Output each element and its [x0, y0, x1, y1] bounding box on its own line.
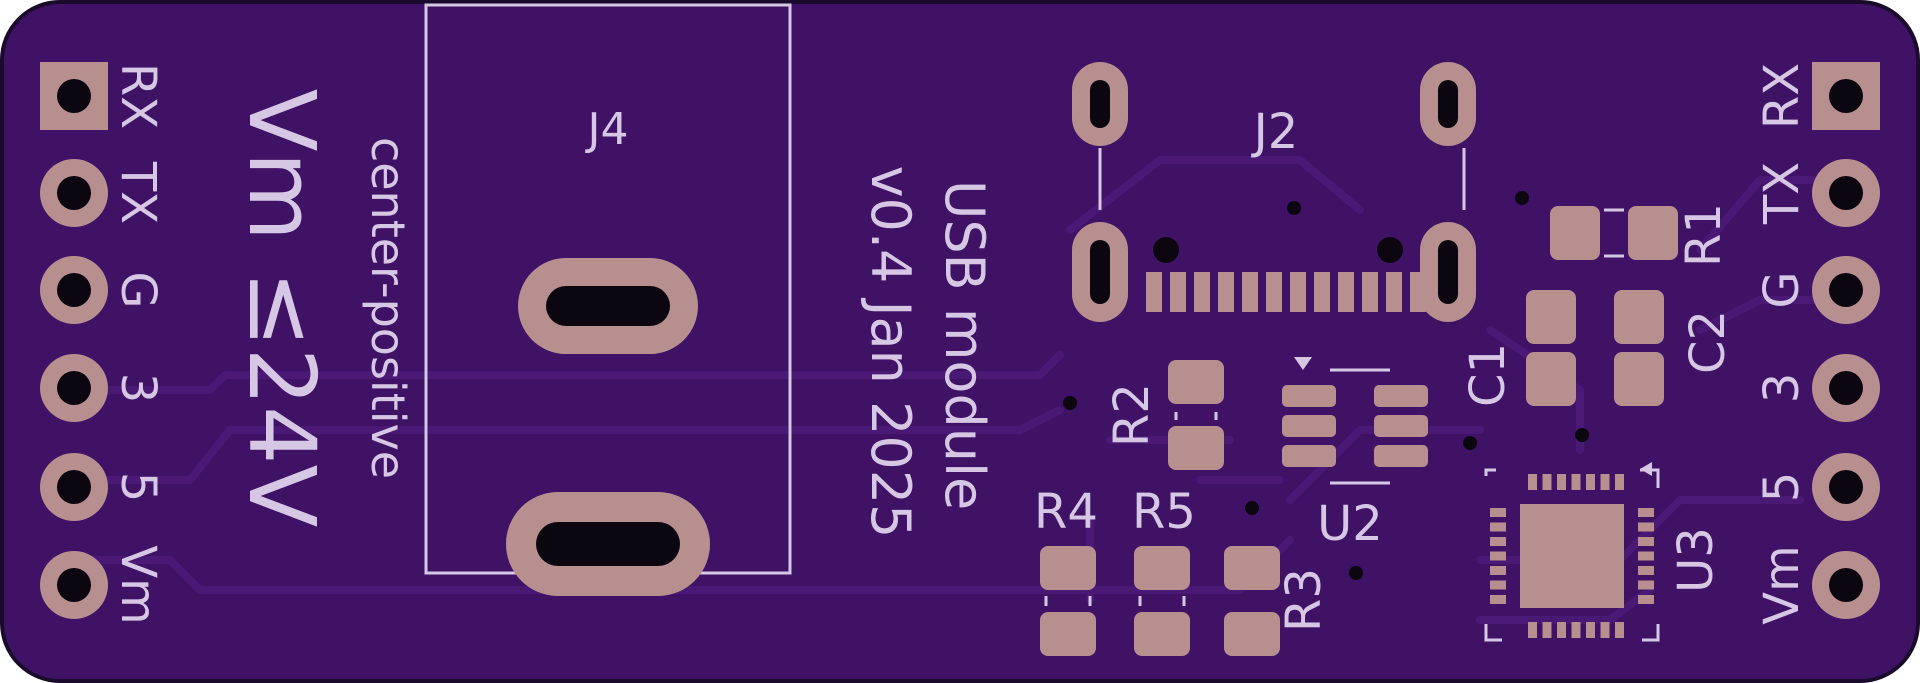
left-label-3: 3	[110, 373, 166, 404]
u3-pin	[1638, 551, 1654, 561]
r3-component: R3	[1224, 546, 1332, 656]
left-pin4-drill	[57, 371, 91, 405]
u3-pin	[1490, 566, 1506, 575]
u3-component: U3	[1484, 462, 1724, 642]
left-label-5: 5	[110, 472, 166, 503]
u3-pin	[1638, 537, 1654, 546]
r4-designator: R4	[1034, 484, 1098, 540]
right-label-5: 5	[1754, 472, 1810, 503]
u3-pin	[1586, 474, 1595, 490]
right-pin5-drill	[1829, 470, 1863, 504]
right-pin2-drill	[1829, 176, 1863, 210]
j4-slot-bottom	[536, 522, 680, 566]
right-pin1-drill	[1829, 79, 1863, 113]
j2-shield-br-slot	[1438, 240, 1458, 304]
j4-connector: J4	[424, 3, 792, 596]
j2-connector: J2	[1072, 62, 1476, 322]
board-title: USB module	[933, 180, 996, 510]
u3-pin	[1638, 595, 1654, 604]
u3-pin	[1638, 508, 1654, 517]
r2-component: R2	[1104, 360, 1224, 470]
left-label-rx: RX	[110, 63, 166, 129]
j4-slot-top	[546, 286, 670, 326]
r4-component: R4	[1034, 484, 1098, 656]
r2-designator: R2	[1104, 383, 1160, 447]
left-header	[40, 62, 108, 619]
left-label-vm: Vm	[110, 545, 166, 625]
left-pin3-drill	[57, 273, 91, 307]
left-label-tx: TX	[110, 161, 166, 224]
u3-pin	[1571, 622, 1581, 638]
u3-pin	[1528, 622, 1537, 638]
u3-pin	[1586, 622, 1595, 638]
right-pin3-drill	[1829, 273, 1863, 307]
u3-pin	[1542, 622, 1552, 638]
j2-peg-right	[1377, 237, 1403, 263]
u3-pin	[1600, 474, 1610, 490]
c1-designator: C1	[1460, 343, 1516, 407]
u3-pin	[1490, 551, 1506, 561]
u3-pin	[1490, 537, 1506, 546]
right-label-rx: RX	[1754, 63, 1810, 129]
right-pin6-drill	[1829, 568, 1863, 602]
u3-pin	[1638, 522, 1654, 532]
j2-shield-tr-slot	[1438, 80, 1458, 128]
u3-designator: U3	[1668, 527, 1724, 593]
right-label-g: G	[1754, 271, 1810, 308]
u3-pin	[1638, 580, 1654, 590]
u3-pin	[1571, 474, 1581, 490]
u2-component: U2	[1282, 357, 1428, 552]
left-label-g: G	[110, 271, 166, 308]
u3-pin	[1542, 474, 1552, 490]
u3-pin	[1615, 474, 1624, 490]
u3-pin	[1557, 622, 1566, 638]
c1-component: C1	[1460, 290, 1576, 407]
voltage-note: Vm ≤24V	[228, 89, 335, 528]
right-pin4-drill	[1829, 371, 1863, 405]
left-pin2-drill	[57, 176, 91, 210]
left-pin5-drill	[57, 470, 91, 504]
j2-peg-left	[1153, 237, 1179, 263]
j2-signal-pads	[1146, 272, 1426, 312]
u3-pin	[1490, 522, 1506, 532]
r1-designator: R1	[1676, 203, 1732, 267]
u3-pin	[1638, 566, 1654, 575]
u3-pin	[1600, 622, 1610, 638]
u3-pin	[1528, 474, 1537, 490]
right-label-3: 3	[1754, 373, 1810, 404]
j2-shield-bl-slot	[1090, 240, 1110, 304]
r5-component: R5	[1132, 484, 1196, 656]
board-version: v0.4 Jan 2025	[859, 166, 922, 539]
u3-pin	[1490, 508, 1506, 517]
c2-component: C2	[1614, 290, 1736, 406]
j4-designator: J4	[585, 104, 629, 155]
right-label-tx: TX	[1754, 162, 1810, 225]
polarity-note: center-positive	[361, 137, 415, 479]
r1-component: R1	[1550, 203, 1732, 267]
left-pin1-drill	[57, 79, 91, 113]
r5-designator: R5	[1132, 484, 1196, 540]
u3-pin	[1557, 474, 1566, 490]
u3-pin	[1615, 622, 1624, 638]
right-header	[1812, 62, 1880, 619]
r3-designator: R3	[1276, 568, 1332, 632]
u3-pin	[1490, 580, 1506, 590]
u3-pin	[1490, 595, 1506, 604]
j2-shield-tl-slot	[1090, 80, 1110, 128]
j2-designator: J2	[1251, 104, 1299, 160]
right-label-vm: Vm	[1754, 545, 1810, 625]
u2-designator: U2	[1317, 496, 1383, 552]
left-pin6-drill	[57, 568, 91, 602]
c2-designator: C2	[1680, 310, 1736, 374]
vias	[1063, 191, 1589, 580]
